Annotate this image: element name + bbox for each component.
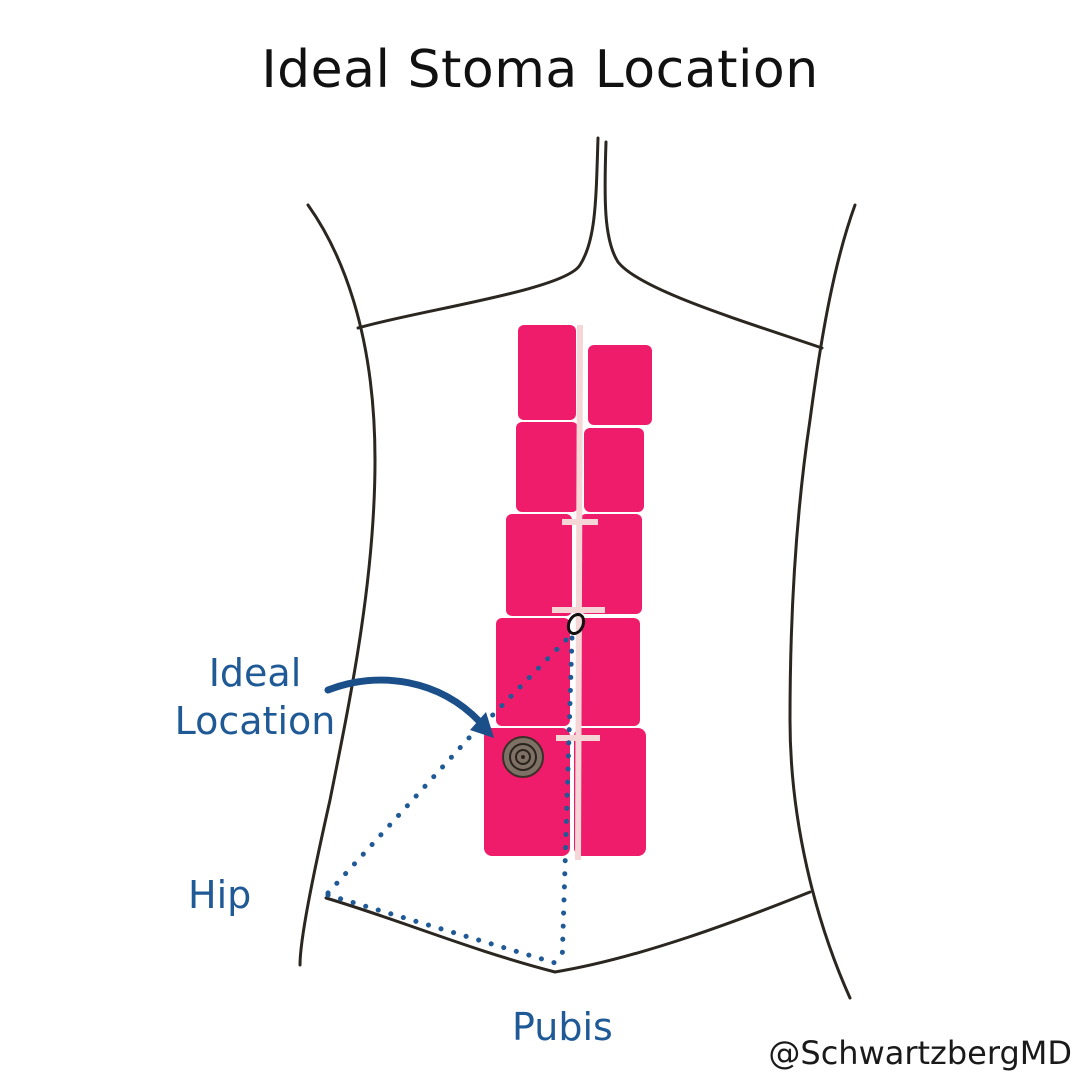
torso-outline [298,136,857,1000]
rectus-muscle [484,324,652,861]
author-credit: @SchwartzbergMD [768,1034,1072,1072]
arrow-icon [324,676,494,738]
dotted-triangle [325,635,575,968]
rectus-right [574,345,652,856]
ideal-location-label: Ideal Location [165,650,345,745]
stoma-icon [502,736,544,778]
umbilicus-to-pubis [559,635,575,968]
right-side-line [788,203,857,1000]
left-side-line [298,203,377,967]
groin-line [324,890,812,974]
neck-right [603,140,824,350]
hip-to-pubis [325,892,565,968]
rectus-left [484,325,578,856]
hip-label: Hip [188,873,252,917]
hip-to-ideal [325,725,481,896]
linea-alba [552,324,605,861]
pubis-label: Pubis [512,1005,613,1049]
diagram-title: Ideal Stoma Location [261,40,819,100]
ideal-label-line2: Location [174,698,336,743]
neck-left [356,136,600,330]
umbilicus [566,612,586,636]
ideal-label-line1: Ideal [208,651,302,695]
